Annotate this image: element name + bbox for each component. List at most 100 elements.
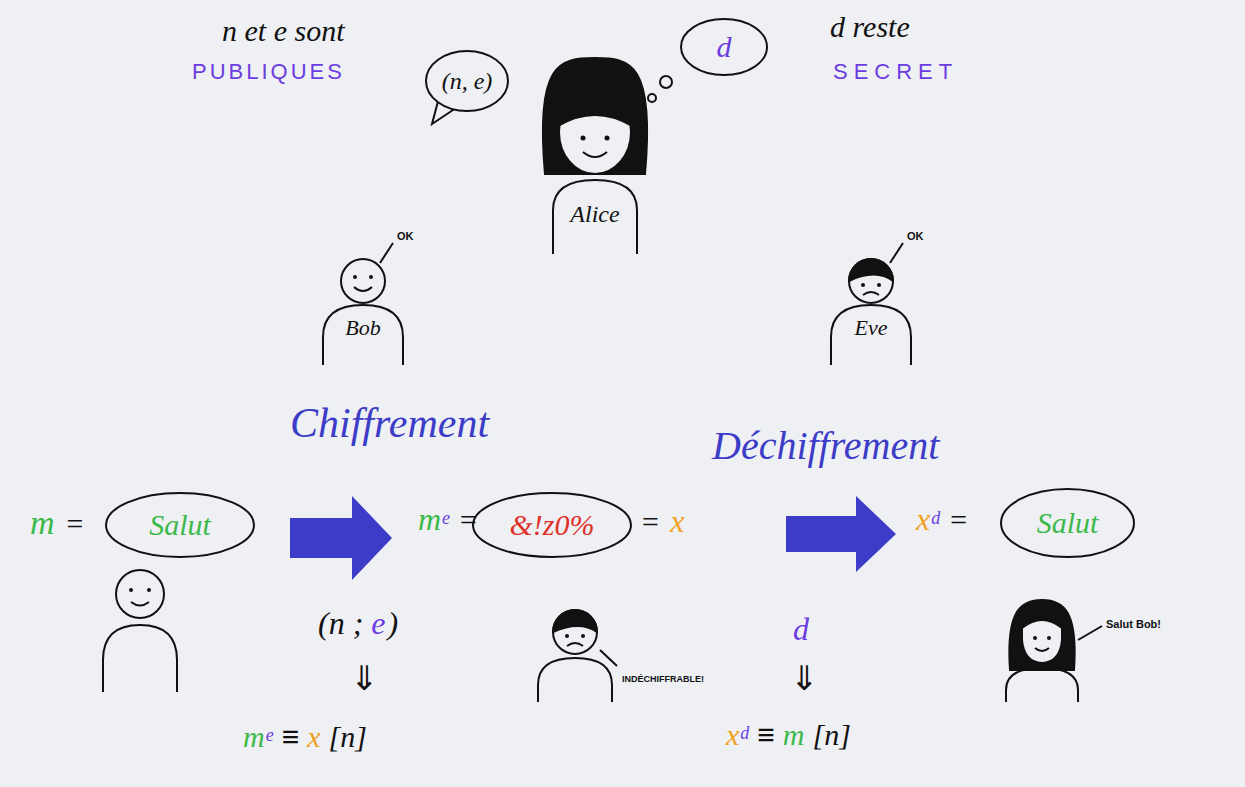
- speech-text: OK: [907, 230, 924, 242]
- shape-part: [473, 493, 631, 557]
- math-symbol: ≡: [282, 720, 300, 753]
- math-symbol: x: [916, 501, 930, 537]
- node-label: &!z0%: [510, 510, 595, 540]
- key-text: ): [388, 605, 399, 641]
- key-text: e: [371, 605, 385, 641]
- step-title: Chiffrement: [290, 400, 489, 446]
- bob-figure: [103, 570, 177, 692]
- eve-figure: [538, 610, 617, 702]
- math-symbol: m: [30, 504, 55, 541]
- label-row: ⇓: [790, 660, 818, 697]
- math-symbol: x: [726, 718, 739, 751]
- math-symbol: d: [931, 508, 940, 528]
- shape-part: [861, 283, 865, 287]
- shape-part: [1001, 489, 1134, 557]
- shape-part: [553, 180, 637, 254]
- node-outline: [318, 255, 408, 365]
- caption-text: d reste: [830, 10, 910, 43]
- math-symbol: =: [640, 505, 660, 538]
- node-label: Alice: [570, 202, 619, 226]
- person-figure: Alice: [510, 22, 680, 254]
- down-arrow: ⇓: [350, 659, 378, 697]
- label-row: (n ;e): [318, 606, 398, 641]
- label-row: n et e sont: [222, 14, 344, 47]
- math-symbol: =: [948, 503, 968, 536]
- label-row: Salut Bob!: [1106, 614, 1161, 632]
- shape-part: [863, 292, 879, 295]
- math-symbol: m: [783, 718, 805, 751]
- math-symbol: =: [458, 503, 478, 536]
- shape-part: [354, 287, 372, 291]
- message-bubble: Salut: [1000, 488, 1135, 558]
- speech-text: OK: [397, 230, 414, 242]
- label-row: ⇓: [350, 660, 378, 697]
- node-label: Salut: [1037, 508, 1099, 538]
- key-text: d: [793, 611, 809, 647]
- shape-part: [353, 275, 357, 279]
- down-arrow: ⇓: [790, 659, 818, 697]
- shape-part: [341, 259, 385, 303]
- alice-figure: [1006, 600, 1102, 702]
- label-row: PUBLIQUES: [192, 60, 345, 84]
- caption-keyword: PUBLIQUES: [192, 59, 345, 84]
- shape-part: [849, 259, 893, 281]
- label-row: INDÉCHIFFRABLE!: [622, 668, 704, 686]
- block-arrow: [786, 496, 896, 572]
- cipher-bubble: &!z0%: [472, 492, 632, 558]
- label-row: m=: [30, 504, 85, 541]
- math-symbol: m: [243, 720, 265, 753]
- thought-bubble: d: [680, 18, 768, 76]
- label-row: d reste: [830, 10, 910, 43]
- shape-part: [583, 152, 607, 157]
- shape-part: [831, 305, 911, 365]
- math-symbol: ≡: [757, 718, 775, 751]
- shape-part: [605, 136, 610, 141]
- label-row: Déchiffrement: [712, 424, 939, 468]
- label-row: OK: [397, 226, 414, 244]
- label-row: xd =: [916, 502, 968, 537]
- thought-dot: [660, 76, 672, 88]
- caption-keyword: SECRET: [833, 59, 958, 84]
- caption-text: n et e sont: [222, 14, 344, 47]
- block-arrow: [290, 496, 392, 580]
- person-figure: Eve: [826, 255, 916, 365]
- node-outline: [826, 255, 916, 365]
- math-symbol: [n]: [329, 720, 367, 753]
- math-symbol: e: [442, 508, 450, 528]
- math-symbol: m: [418, 501, 441, 537]
- shape-part: [426, 51, 508, 111]
- shape-part: [849, 259, 893, 303]
- math-symbol: =: [65, 507, 85, 540]
- math-symbol: x: [670, 503, 684, 539]
- step-title: Déchiffrement: [712, 423, 939, 468]
- label-row: Chiffrement: [290, 400, 489, 446]
- message-bubble: Salut: [105, 492, 255, 558]
- label-row: d: [793, 612, 809, 647]
- speech-bubble: (n, e): [425, 50, 509, 112]
- node-label: Eve: [855, 317, 888, 339]
- shape-part: [106, 493, 254, 557]
- shape-part: [581, 136, 586, 141]
- thought-dot: [648, 94, 656, 102]
- shape-part: [543, 58, 647, 174]
- speech-text: Salut Bob!: [1106, 618, 1161, 630]
- label-row: xd≡m[n]: [726, 718, 851, 751]
- label-row: me ≡x [n]: [243, 720, 367, 753]
- label-row: me =: [418, 502, 478, 537]
- math-symbol: e: [266, 725, 274, 745]
- speech-text: INDÉCHIFFRABLE!: [622, 674, 704, 684]
- math-symbol: [n]: [813, 718, 851, 751]
- shape-part: [558, 86, 632, 126]
- shape-part: [369, 275, 373, 279]
- label-row: OK: [907, 226, 924, 244]
- label-row: SECRET: [833, 60, 958, 84]
- shape-part: [681, 19, 767, 75]
- speech-tick: [890, 243, 903, 263]
- math-symbol: x: [307, 720, 320, 753]
- node-label: Bob: [345, 317, 380, 339]
- person-figure: Bob: [318, 255, 408, 365]
- node-label: Salut: [149, 510, 211, 540]
- node-label: (n, e): [442, 69, 493, 93]
- speech-tick: [380, 243, 393, 263]
